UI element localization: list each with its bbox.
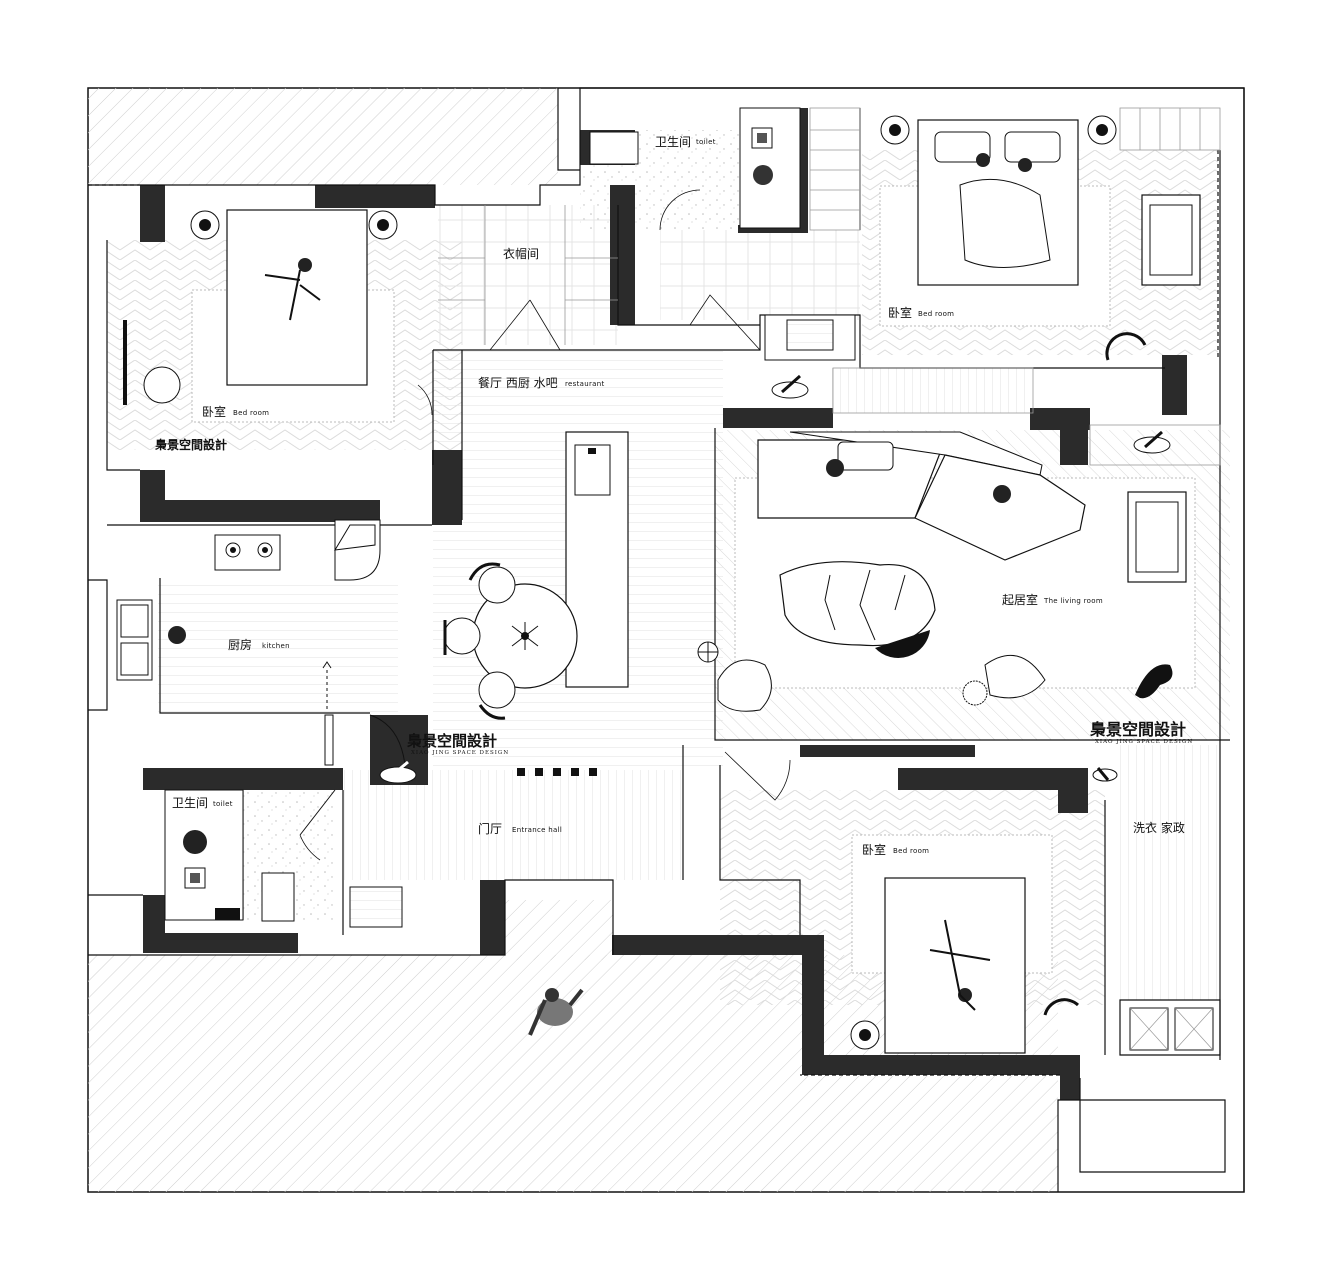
- dashed-walls: [88, 150, 1219, 1076]
- brand-mark-center-sub: XIAO JING SPACE DESIGN: [411, 750, 509, 756]
- closet-label: 衣帽间: [503, 246, 539, 261]
- brand-mark-center: 梟景空間設計: [406, 732, 497, 750]
- toilet-north-fixtures: [589, 107, 801, 231]
- living-furniture: [697, 430, 1187, 712]
- walls: [140, 108, 1187, 1100]
- bedroom-nw-label: 卧室: [202, 404, 226, 419]
- toilet-west-label: 卫生间: [172, 796, 208, 810]
- nw-bedroom-furniture: [123, 209, 433, 416]
- entrance-label-en: Entrance hall: [512, 826, 562, 834]
- toilet-west-label-en: toilet: [213, 800, 233, 808]
- bedroom-se-label-en: Bed room: [893, 847, 929, 855]
- exterior-nw: [88, 88, 558, 185]
- corridor-floor: [660, 230, 860, 320]
- dining-label: 餐厅 西厨 水吧: [478, 375, 558, 390]
- ne-bedroom-furniture: [764, 115, 1201, 399]
- kitchen-floor: [158, 578, 398, 713]
- north-shelves: [809, 107, 1221, 466]
- brand-mark-nw: 梟景空間設計: [154, 437, 227, 452]
- entrance-label: 门厅: [478, 821, 502, 836]
- bedroom-nw-label-en: Bed room: [233, 409, 269, 417]
- kitchen-fixtures: [116, 519, 406, 766]
- kitchen-label: 厨房: [228, 637, 252, 652]
- bedroom-se-label: 卧室: [862, 842, 886, 857]
- toilet-west-fixtures: [164, 760, 417, 928]
- toilet-north-label-en: toilet: [696, 138, 716, 146]
- closet-floor: [438, 205, 618, 345]
- bedroom-ne-label: 卧室: [888, 305, 912, 320]
- brand-mark-east: 梟景空間設計: [1089, 720, 1186, 739]
- bedroom-ne-label-en: Bed room: [918, 310, 954, 318]
- exterior-south-mid: [505, 900, 613, 960]
- dining-furniture: [443, 431, 629, 776]
- living-label-en: The living room: [1043, 597, 1103, 605]
- corridor-east: [830, 368, 1030, 413]
- brand-mark-east-sub: XIAO JING SPACE DESIGN: [1095, 739, 1193, 745]
- entrance-floor: [343, 770, 683, 880]
- dining-label-en: restaurant: [565, 380, 605, 388]
- kitchen-label-en: kitchen: [262, 642, 290, 650]
- se-bedroom-furniture: [724, 751, 1214, 1054]
- closet-fixtures: [438, 205, 761, 351]
- room-labels: 卫生间 toilet 卧室 Bed room 衣帽间 卧室 Bed room 餐…: [172, 135, 1185, 857]
- laundry-label: 洗衣 家政: [1133, 820, 1185, 835]
- living-label: 起居室: [1002, 592, 1038, 607]
- person-entrance: [528, 988, 584, 1036]
- laundry-floor: [1120, 745, 1220, 1000]
- brand-marks: 梟景空間設計 梟景空間設計 XIAO JING SPACE DESIGN 梟景空…: [154, 437, 1193, 756]
- toilet-north-label: 卫生间: [655, 135, 691, 149]
